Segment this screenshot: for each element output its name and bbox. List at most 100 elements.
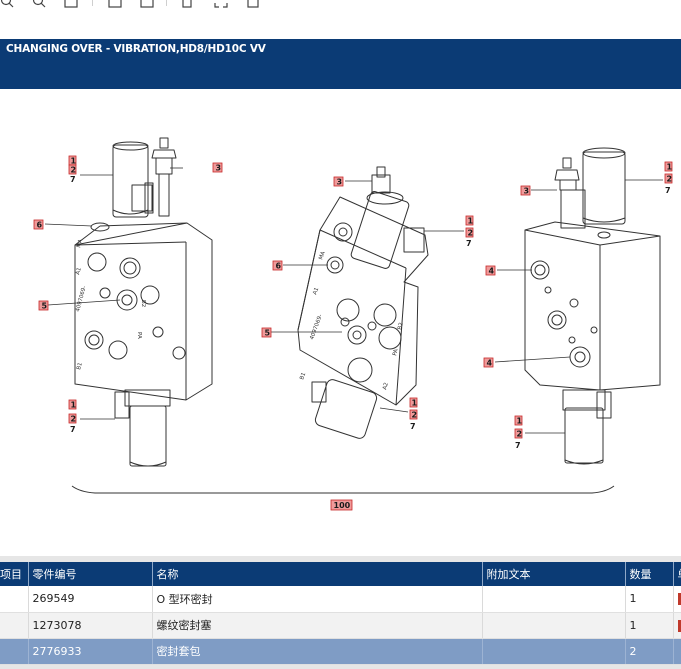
cell-name: 螺纹密封塞 <box>152 612 483 639</box>
column-header-part-number[interactable]: 零件编号 <box>28 562 153 586</box>
part-number-label: 4097069- <box>75 285 88 312</box>
svg-text:2: 2 <box>517 430 523 439</box>
callout-3-left: 3 <box>212 162 223 173</box>
svg-text:6: 6 <box>276 262 282 271</box>
callout-4-right-top: 4 <box>485 265 496 276</box>
port-label: MA <box>318 250 327 260</box>
parts-table-area: 项目 零件编号 名称 附加文本 数量 单 269549 O 型环密封 1 <box>0 556 681 669</box>
svg-text:7: 7 <box>665 186 671 195</box>
cell-unit <box>673 586 681 613</box>
port-label: A1 <box>312 287 320 296</box>
cell-name: 密封套包 <box>152 638 483 665</box>
part-number-label: 4097069- <box>309 314 324 341</box>
svg-text:7: 7 <box>515 441 521 450</box>
callout-6-center: 6 <box>272 260 283 271</box>
parts-table: 项目 零件编号 名称 附加文本 数量 单 269549 O 型环密封 1 <box>0 562 681 665</box>
svg-text:1: 1 <box>468 217 474 226</box>
status-marker <box>677 619 681 632</box>
svg-text:4: 4 <box>489 267 495 276</box>
port-label: B1 <box>76 362 84 371</box>
parts-drawing: MA A1 B1 B2 PA 4097069- MA A1 B1 4097069… <box>33 137 673 511</box>
svg-text:2: 2 <box>412 411 418 420</box>
svg-text:6: 6 <box>37 221 43 230</box>
svg-text:100: 100 <box>334 501 351 510</box>
svg-text:7: 7 <box>70 425 76 434</box>
table-row[interactable]: 1273078 螺纹密封塞 1 <box>0 612 681 639</box>
column-header-quantity[interactable]: 数量 <box>625 562 674 586</box>
column-header-extra-text[interactable]: 附加文本 <box>482 562 626 586</box>
column-header-unit[interactable]: 单 <box>673 562 681 586</box>
svg-text:1: 1 <box>71 157 77 166</box>
fullscreen-icon[interactable] <box>214 0 228 8</box>
cell-part-number: 269549 <box>28 586 153 613</box>
port-label: B2 <box>140 300 146 307</box>
callout-group-left-bottom: 1 2 7 <box>68 399 77 434</box>
callout-5-center: 5 <box>261 327 272 338</box>
svg-text:1: 1 <box>517 417 523 426</box>
valve-view-left <box>74 137 213 467</box>
svg-text:7: 7 <box>70 175 76 184</box>
toolbar-separator <box>92 0 93 6</box>
port-label: MA <box>76 239 84 249</box>
table-row-selected[interactable]: 2776933 密封套包 2 <box>0 638 681 665</box>
svg-text:1: 1 <box>412 399 418 408</box>
drawing-title-bar: CHANGING OVER - VIBRATION,HD8/HD10C VV <box>0 39 681 89</box>
port-label: B1 <box>299 372 307 381</box>
zoom-in-icon[interactable] <box>0 0 14 8</box>
callout-6-left: 6 <box>33 219 44 230</box>
callout-group-left-top: 1 2 7 <box>68 155 77 184</box>
svg-text:2: 2 <box>468 229 474 238</box>
port-label: PA <box>392 348 400 356</box>
cell-quantity: 1 <box>625 612 674 639</box>
cell-name: O 型环密封 <box>152 586 483 613</box>
cell-extra-text <box>482 638 626 665</box>
toolbar-separator <box>166 0 167 6</box>
svg-text:2: 2 <box>71 415 77 424</box>
callout-4-right-bottom: 4 <box>483 357 494 368</box>
port-label: A1 <box>75 267 83 276</box>
cell-extra-text <box>482 612 626 639</box>
svg-text:3: 3 <box>337 178 343 187</box>
svg-text:2: 2 <box>667 175 673 184</box>
callout-5-left: 5 <box>38 300 49 311</box>
port-label: B2 <box>397 322 405 331</box>
cell-part-number: 2776933 <box>28 638 153 665</box>
callout-100: 100 <box>330 499 353 511</box>
svg-text:1: 1 <box>71 401 77 410</box>
svg-text:7: 7 <box>466 239 472 248</box>
cell-item <box>0 612 29 639</box>
cell-unit <box>673 638 681 665</box>
status-marker <box>677 593 681 606</box>
valve-view-center <box>297 166 429 439</box>
callout-3-right: 3 <box>520 185 531 196</box>
document-icon[interactable] <box>180 0 194 8</box>
column-header-item[interactable]: 项目 <box>0 562 29 586</box>
info-icon[interactable] <box>246 0 260 8</box>
column-header-name[interactable]: 名称 <box>152 562 483 586</box>
table-row[interactable]: 269549 O 型环密封 1 <box>0 586 681 613</box>
svg-text:4: 4 <box>487 359 493 368</box>
svg-text:5: 5 <box>42 302 48 311</box>
callout-group-center-top: 1 2 7 <box>465 215 474 248</box>
svg-text:5: 5 <box>265 329 271 338</box>
callout-3-center: 3 <box>333 176 344 187</box>
callout-group-right-bottom: 1 2 7 <box>514 415 523 450</box>
port-label: A2 <box>382 382 390 391</box>
port-label: PA <box>136 332 142 339</box>
svg-text:1: 1 <box>667 163 673 172</box>
svg-text:3: 3 <box>216 164 222 173</box>
cell-item <box>0 638 29 665</box>
cell-extra-text <box>482 586 626 613</box>
svg-text:2: 2 <box>71 166 77 175</box>
callout-group-right-top: 1 2 7 <box>664 161 673 195</box>
valve-view-right <box>524 147 661 465</box>
callout-group-center-bottom: 1 2 7 <box>409 397 418 431</box>
save-icon[interactable] <box>140 0 154 8</box>
cell-quantity: 1 <box>625 586 674 613</box>
print-icon[interactable] <box>108 0 122 8</box>
viewer-toolbar <box>0 0 681 14</box>
zoom-out-icon[interactable] <box>32 0 46 8</box>
dimension-line <box>71 485 615 494</box>
fit-page-icon[interactable] <box>64 0 78 8</box>
cell-part-number: 1273078 <box>28 612 153 639</box>
